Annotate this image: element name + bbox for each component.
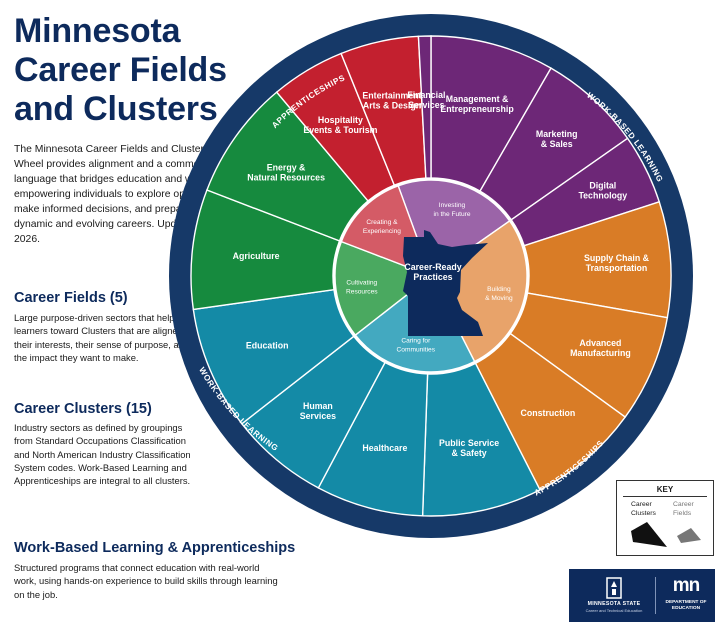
field-cluster-separator <box>332 177 530 375</box>
footer-logos: MINNESOTA STATE Career and Technical Edu… <box>569 569 715 622</box>
key-title: KEY <box>656 485 674 494</box>
cluster-label-supply: Supply Chain &Transportation <box>584 253 650 273</box>
title-line-3: and Clusters <box>14 90 218 128</box>
key-field-swatch-icon <box>677 528 701 543</box>
cluster-label-healthcare: Healthcare <box>362 443 407 453</box>
key-clusters-label: Career Clusters <box>631 501 656 517</box>
mde-logo-mark: mn <box>672 575 701 596</box>
field-label-creating: Creating &Experiencing <box>363 219 401 235</box>
cluster-label-education: Education <box>246 341 289 351</box>
cluster-label-public: Public Service& Safety <box>439 438 499 458</box>
career-fields-heading: Career Fields (5) <box>14 290 128 306</box>
wbl-heading: Work-Based Learning & Apprenticeships <box>14 540 296 556</box>
title-line-1: Minnesota <box>14 12 181 50</box>
career-fields-description: Large purpose-driven sectors that help g… <box>14 312 203 363</box>
field-label-building: Building& Moving <box>485 286 513 302</box>
minnesota-state-shape <box>403 230 488 336</box>
cluster-label-agriculture: Agriculture <box>233 251 280 261</box>
key-swatches <box>631 522 701 547</box>
mnstate-name: MINNESOTA STATE <box>587 601 641 607</box>
wbl-description: Structured programs that connect educati… <box>14 562 278 600</box>
key-divider <box>623 496 707 497</box>
legend-key: KEY Career Clusters Career Fields <box>616 480 714 556</box>
title-line-2: Career Fields <box>14 51 227 89</box>
cluster-label-management: Management &Entrepreneurship <box>440 94 514 114</box>
logo-divider <box>655 577 656 614</box>
mnstate-subtitle: Career and Technical Education <box>585 608 643 613</box>
mde-name: DEPARTMENT OF EDUCATION <box>665 600 707 611</box>
career-clusters-description: Industry sectors as defined by groupings… <box>14 422 191 487</box>
mnstate-logo-icon <box>606 577 622 599</box>
center-label-line-1: Career-Ready <box>404 262 461 272</box>
key-fields-label: Career Fields <box>673 501 694 517</box>
page-title: Minnesota Career Fields and Clusters <box>14 12 264 129</box>
cluster-label-construction: Construction <box>521 408 576 418</box>
cluster-label-marketing: Marketing& Sales <box>536 129 578 149</box>
key-cluster-swatch-icon <box>631 522 667 547</box>
career-clusters-heading: Career Clusters (15) <box>14 401 152 417</box>
center-label-line-2: Practices <box>413 272 452 282</box>
cluster-label-energy: Energy &Natural Resources <box>247 163 325 183</box>
intro-paragraph: The Minnesota Career Fields and Clusters… <box>14 144 210 245</box>
